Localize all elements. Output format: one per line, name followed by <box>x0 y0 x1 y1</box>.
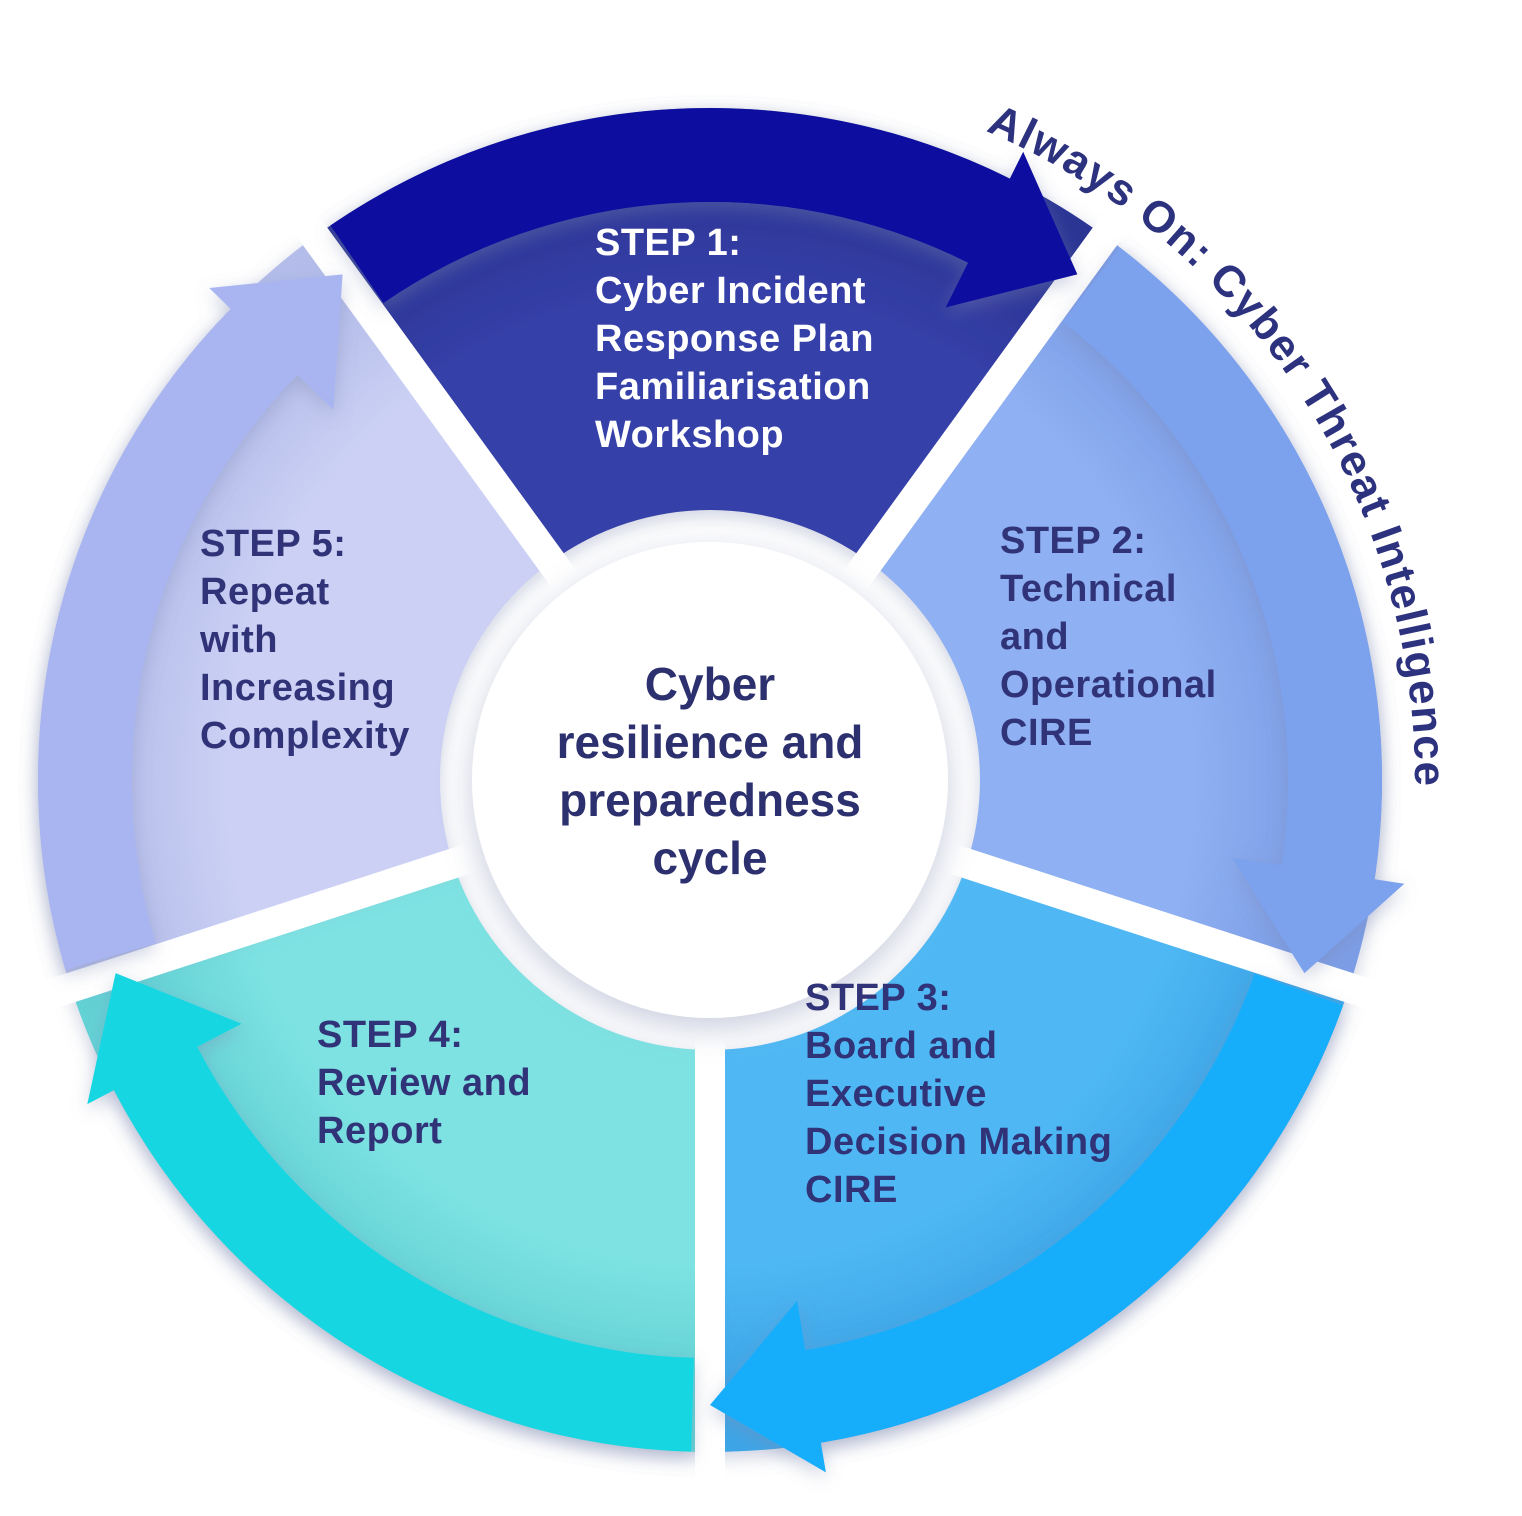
step-4-label-line: STEP 4: <box>317 1014 463 1056</box>
step-2-label-line: Technical <box>1000 568 1177 610</box>
segment-separator <box>0 837 495 1024</box>
step-5-label-line: Increasing <box>200 667 395 709</box>
segment-separator <box>925 837 1421 1024</box>
segment-separator <box>261 170 586 602</box>
step-2-arrow-band <box>1062 247 1405 974</box>
step-2-label-line: Operational <box>1000 664 1217 706</box>
step-1-label-line: Cyber Incident <box>595 270 866 312</box>
step-5-label-line: STEP 5: <box>200 523 346 565</box>
step-3-wedge <box>710 863 1350 1452</box>
step-1-label-line: Response Plan <box>595 318 874 360</box>
segment-separator <box>834 170 1159 602</box>
step-3-label-line: CIRE <box>805 1169 898 1211</box>
step-2-label-line: and <box>1000 616 1069 658</box>
step-1-arrow-band <box>330 107 1078 308</box>
step-3-label-line: Board and <box>805 1025 997 1067</box>
step-1-label-line: STEP 1: <box>595 222 741 264</box>
step-2-label-line: STEP 2: <box>1000 520 1146 562</box>
step-5-label-line: Complexity <box>200 715 410 757</box>
center-title-line: cycle <box>652 832 767 884</box>
step-4-label-line: Report <box>317 1110 442 1152</box>
step-3-label-line: Executive <box>805 1073 987 1115</box>
center-title-line: resilience and <box>557 716 864 768</box>
step-5-arrow-band <box>37 274 343 970</box>
center-circle <box>472 542 948 1018</box>
step-1-label-line: Familiarisation <box>595 366 871 408</box>
step-4-label-line: Review and <box>317 1062 531 1104</box>
center-title-line: preparedness <box>559 774 861 826</box>
step-5-label-line: with <box>199 619 278 661</box>
step-3-label-line: STEP 3: <box>805 977 951 1019</box>
step-3-label-line: Decision Making <box>805 1121 1112 1163</box>
step-4-wedge <box>70 863 710 1452</box>
step-4-arrow-band <box>87 973 694 1452</box>
step-3-arrow-band <box>710 973 1344 1473</box>
center-title-line: Cyber <box>645 658 775 710</box>
step-2-label-line: CIRE <box>1000 712 1093 754</box>
step-1-label-line: Workshop <box>595 414 784 456</box>
step-5-label-line: Repeat <box>200 571 330 613</box>
